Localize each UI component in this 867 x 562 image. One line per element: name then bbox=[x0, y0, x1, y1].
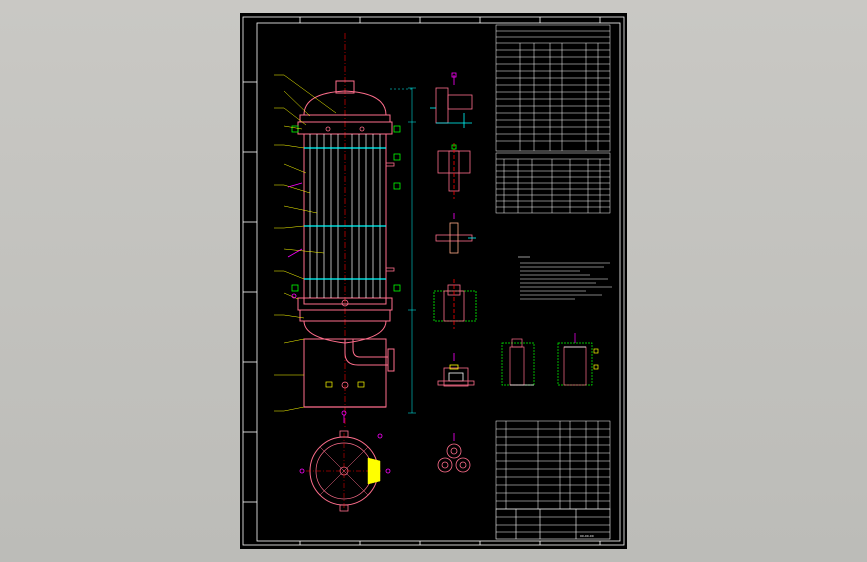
technical-notes bbox=[518, 256, 612, 300]
drawing-canvas: 00-00-00 bbox=[242, 16, 625, 546]
outlet-elbow bbox=[344, 339, 389, 366]
outlet-flange bbox=[387, 348, 395, 372]
section-details bbox=[501, 333, 599, 386]
dimension-lines bbox=[390, 87, 416, 414]
magenta-markers bbox=[287, 182, 347, 423]
parts-list bbox=[495, 420, 611, 510]
nozzle-detail bbox=[430, 72, 477, 473]
drawing-number: 00-00-00 bbox=[580, 534, 594, 538]
top-head bbox=[303, 90, 387, 116]
drawing-sheet: 00-00-00 bbox=[240, 13, 627, 549]
nozzle-table bbox=[495, 152, 611, 214]
shell-body bbox=[303, 133, 387, 305]
callout-leaders bbox=[274, 74, 337, 412]
plan-view bbox=[299, 430, 391, 512]
tube-bundle bbox=[309, 134, 381, 298]
top-nozzle bbox=[335, 80, 355, 94]
table-grid bbox=[495, 24, 611, 152]
shell-nozzles bbox=[291, 125, 401, 307]
baffle-plates bbox=[304, 147, 386, 280]
shell-vessel bbox=[297, 33, 395, 428]
title-block bbox=[495, 508, 611, 540]
bottom-flange bbox=[299, 309, 391, 322]
frame-border bbox=[242, 16, 625, 546]
skirt-manhole bbox=[341, 381, 349, 389]
